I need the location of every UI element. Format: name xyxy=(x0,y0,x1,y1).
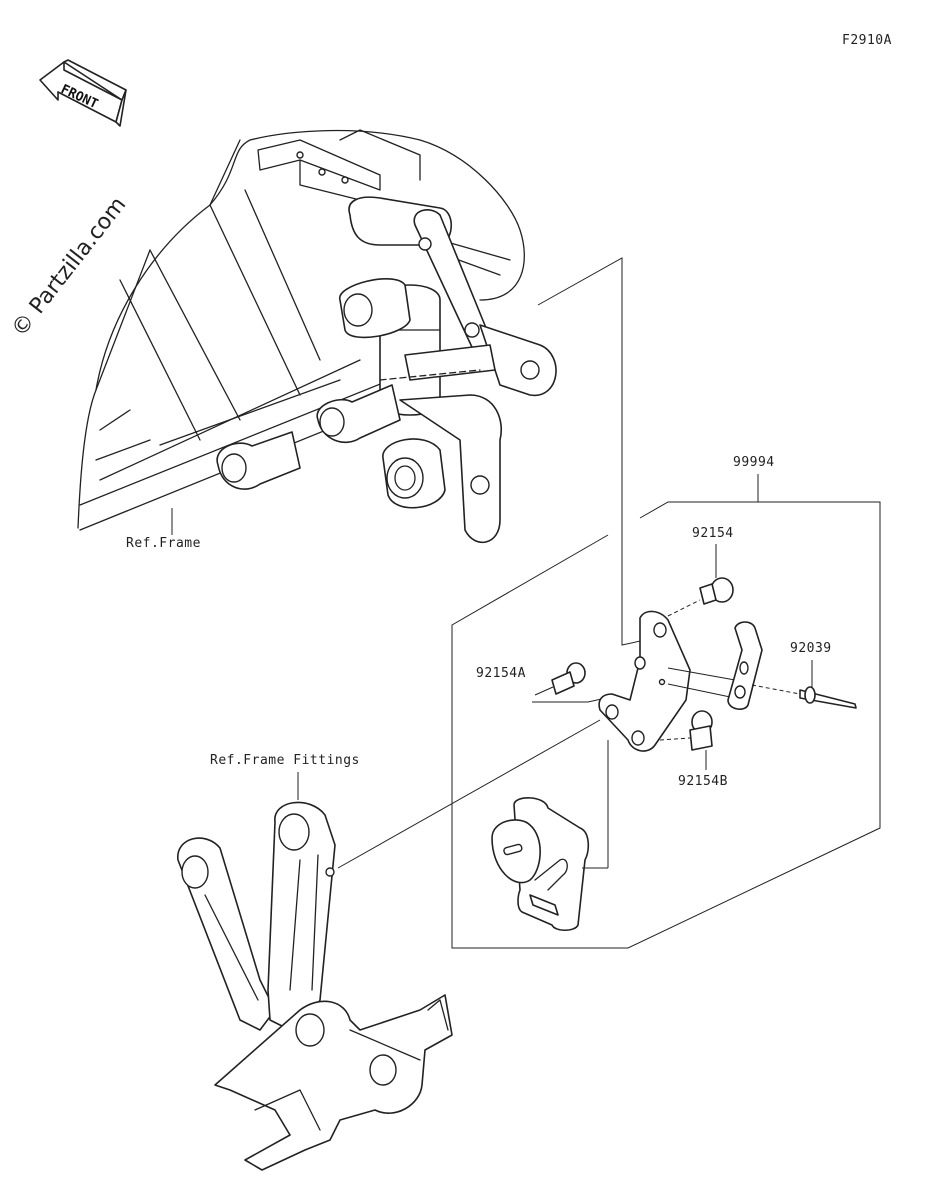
kit-label: 99994 xyxy=(733,455,775,470)
frame-assembly xyxy=(77,129,557,544)
pin-92039-icon xyxy=(751,684,857,709)
ref-frame-label: Ref.Frame xyxy=(126,536,201,551)
bolt-a-label: 92154A xyxy=(476,666,526,681)
frame-to-kit-leader xyxy=(537,257,646,646)
plate-icon xyxy=(727,621,763,710)
bolt-upper-label: 92154 xyxy=(692,526,734,541)
kit-outline xyxy=(451,501,881,949)
bolt-b-label: 92154B xyxy=(678,774,728,789)
figure-code: F2910A xyxy=(842,33,892,48)
ref-frame-fittings-label: Ref.Frame Fittings xyxy=(210,753,360,768)
switch-unit-icon xyxy=(491,797,608,932)
bolt-92154b-icon xyxy=(659,710,713,751)
front-arrow-icon: FRONT xyxy=(39,59,127,127)
frame-fittings-assembly xyxy=(177,801,453,1171)
bolt-a-leader xyxy=(532,697,607,703)
bolt-92154a-icon xyxy=(534,662,586,696)
pin-label: 92039 xyxy=(790,641,832,656)
mount-bracket-icon xyxy=(598,610,736,752)
watermark: © Partzilla.com xyxy=(7,193,131,342)
bolt-92154-icon xyxy=(667,577,734,617)
fittings-to-bracket-leader xyxy=(337,719,601,869)
